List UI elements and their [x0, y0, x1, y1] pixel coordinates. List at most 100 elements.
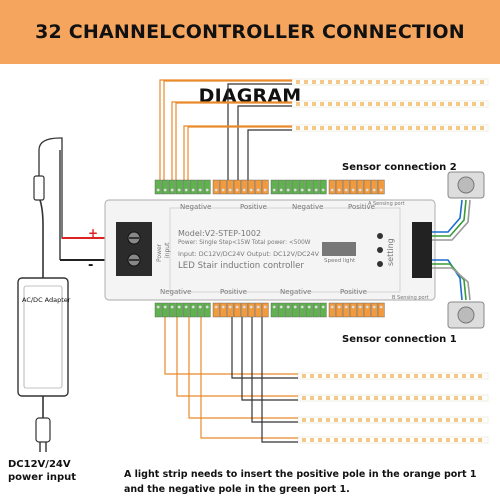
terminal-top-3-0: [328, 179, 336, 195]
terminal-bottom-2-0: [270, 302, 278, 318]
sensor-1-icon: [447, 301, 485, 329]
strip-wires: [159, 79, 298, 443]
terminal-bottom-3-3: [349, 302, 357, 318]
strip-wire: [176, 317, 298, 397]
terminal-bottom-1-3: [233, 302, 241, 318]
terminal-top-3-7: [377, 179, 385, 195]
terminal-top-0-3: [175, 179, 183, 195]
strip-wire: [261, 317, 298, 443]
terminal-bottom-1-4: [240, 302, 248, 318]
controller-power: Power: Single Step<15W Total power: <500…: [178, 240, 311, 246]
sensor-2-icon: [447, 171, 485, 199]
strip-wire: [241, 317, 298, 401]
strip-wire: [200, 317, 298, 439]
strip-wire: [159, 79, 292, 180]
terminal-top-1-5: [247, 179, 255, 195]
led-strip: [291, 124, 489, 132]
speed-light-label: Speed light: [324, 258, 356, 264]
terminal-top-3-2: [342, 179, 350, 195]
strip-wire: [227, 83, 292, 180]
terminal-bottom-1-7: [261, 302, 269, 318]
terminal-bottom-3-2: [342, 302, 350, 318]
top-positive-label-2: Positive: [348, 203, 375, 211]
terminal-top-0-2: [168, 179, 176, 195]
setting-button-2: [377, 247, 383, 253]
controller-model: Model:V2-STEP-1002: [178, 229, 262, 238]
terminal-bottom-2-7: [319, 302, 327, 318]
input-label: input: [164, 242, 171, 258]
plus-sign: +: [88, 226, 99, 240]
power-label: Power: [156, 243, 163, 262]
sensor-2-label: Sensor connection 2: [342, 162, 457, 173]
terminal-bottom-0-2: [168, 302, 176, 318]
power-input-terminal: [116, 222, 152, 276]
terminal-bottom-0-4: [182, 302, 190, 318]
terminal-top-3-4: [356, 179, 364, 195]
strip-wire: [175, 102, 292, 180]
terminal-top-1-7: [261, 179, 269, 195]
strip-wire: [251, 317, 298, 423]
terminal-top-2-7: [319, 179, 327, 195]
terminal-bottom-3-6: [370, 302, 378, 318]
terminal-bottom-0-6: [196, 302, 204, 318]
terminal-bottom-2-5: [305, 302, 313, 318]
note-line2: and the negative pole in the green port …: [124, 484, 350, 495]
terminal-top-2-6: [312, 179, 320, 195]
terminal-bottom-2-2: [284, 302, 292, 318]
terminal-top-2-5: [305, 179, 313, 195]
top-negative-label-2: Negative: [292, 203, 324, 211]
terminal-bottom-1-5: [247, 302, 255, 318]
setting-button-3: [377, 261, 383, 267]
terminal-top-0-6: [196, 179, 204, 195]
terminal-bottom-1-0: [212, 302, 220, 318]
strip-wire: [187, 126, 292, 180]
setting-button-1: [377, 233, 383, 239]
terminal-top-1-2: [226, 179, 234, 195]
terminal-bottom-2-6: [312, 302, 320, 318]
sensor-wires: [432, 199, 471, 301]
psu-label-line2: power input: [8, 472, 77, 483]
bottom-negative-label-2: Negative: [280, 288, 312, 296]
terminal-top-0-0: [154, 179, 162, 195]
adapter-label: AC/DC Adapter: [22, 296, 71, 304]
terminal-bottom-0-7: [203, 302, 211, 318]
page-title: 32 CHANNELCONTROLLER CONNECTION DIAGRAM: [35, 21, 465, 107]
terminal-top-2-4: [298, 179, 306, 195]
note-line1: A light strip needs to insert the positi…: [124, 469, 477, 480]
top-positive-label-1: Positive: [240, 203, 267, 211]
strip-wire: [163, 80, 292, 180]
ac-plug-icon: [35, 417, 51, 443]
terminal-bottom-3-7: [377, 302, 385, 318]
terminal-bottom-1-1: [219, 302, 227, 318]
terminal-top-3-1: [335, 179, 343, 195]
title-banner: [0, 0, 500, 64]
connection-diagram: [17, 78, 489, 452]
setting-label: setting: [386, 238, 395, 266]
terminal-bottom-0-5: [189, 302, 197, 318]
terminal-top-1-6: [254, 179, 262, 195]
led-strip: [291, 78, 489, 86]
strip-wire: [164, 317, 298, 375]
led-strip: [291, 100, 489, 108]
terminal-rows: [154, 179, 385, 318]
strip-wire: [237, 105, 292, 180]
terminal-top-1-3: [233, 179, 241, 195]
controller-io: Input: DC12V/DC24V Output: DC12V/DC24V: [178, 250, 319, 258]
psu-label-line1: DC12V/24V: [8, 459, 71, 470]
terminal-top-3-6: [370, 179, 378, 195]
terminal-bottom-2-4: [298, 302, 306, 318]
terminal-bottom-0-0: [154, 302, 162, 318]
terminal-top-2-0: [270, 179, 278, 195]
terminal-top-0-1: [161, 179, 169, 195]
terminal-bottom-3-5: [363, 302, 371, 318]
bottom-positive-label-1: Positive: [220, 288, 247, 296]
speed-light-display: [322, 242, 356, 256]
strip-wire: [231, 317, 298, 379]
terminal-bottom-3-0: [328, 302, 336, 318]
sensor-1-label: Sensor connection 1: [342, 334, 457, 345]
controller-body: [104, 199, 436, 301]
terminal-top-0-7: [203, 179, 211, 195]
strip-wire: [247, 129, 292, 180]
terminal-top-3-5: [363, 179, 371, 195]
terminal-bottom-0-1: [161, 302, 169, 318]
